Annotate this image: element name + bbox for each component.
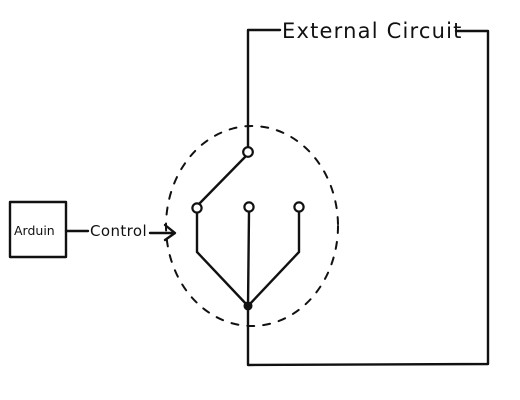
- switch-terminals: [191, 201, 305, 214]
- external-circuit-label: External Circuit: [282, 19, 463, 43]
- control-label: Control: [90, 222, 147, 240]
- terminal-right: [293, 201, 305, 213]
- terminal-leads: [195, 210, 301, 308]
- control-arrow: Control: [64, 222, 177, 242]
- pivot-terminal: [242, 146, 254, 158]
- common-node: [243, 301, 253, 311]
- arduino-label: Arduin: [14, 223, 55, 238]
- arduino-box: Arduin: [8, 200, 68, 259]
- terminal-middle: [243, 201, 255, 213]
- switch-arm: [197, 146, 254, 206]
- external-circuit-loop: [246, 28, 490, 367]
- terminal-left: [191, 202, 203, 214]
